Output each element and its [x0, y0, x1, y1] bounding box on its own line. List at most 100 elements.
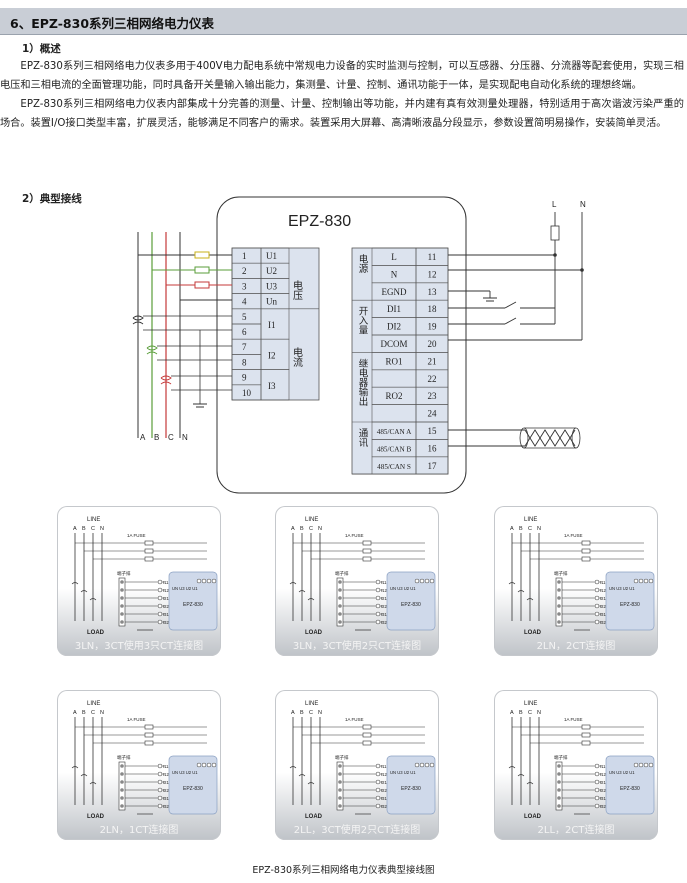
- right-terminal-number: 19: [428, 322, 438, 332]
- current-terminal: I22: [381, 604, 387, 609]
- current-terminal: I21: [163, 596, 169, 601]
- left-terminal-label: I1: [268, 320, 276, 330]
- device-label: EPZ-830: [183, 602, 203, 608]
- line-label: LINE: [87, 701, 100, 707]
- current-terminal: I22: [163, 604, 169, 609]
- device-label: EPZ-830: [401, 786, 421, 792]
- line-label: LINE: [87, 517, 100, 523]
- overview-heading: 1）概述: [22, 43, 61, 55]
- wiring-diagram-caption: 2LL，3CT使用2只CT连接图: [293, 825, 421, 836]
- current-terminal: I31: [600, 796, 606, 801]
- current-terminal: I11: [163, 764, 169, 769]
- phase-letter: B: [519, 526, 523, 532]
- phase-letter: A: [291, 526, 295, 532]
- group-label-relay: 继电器输出: [357, 358, 369, 407]
- figure-caption: EPZ-830系列三相网络电力仪表典型接线图: [252, 865, 435, 876]
- phase-letter: A: [510, 710, 514, 716]
- group-label-power: 电源: [357, 253, 369, 274]
- current-terminal: I11: [600, 580, 606, 585]
- right-terminal-label: DCOM: [380, 339, 407, 349]
- load-label: LOAD: [87, 814, 105, 820]
- current-terminal: I21: [600, 780, 606, 785]
- supply-l-label: L: [552, 200, 557, 209]
- phase-letter: B: [300, 710, 304, 716]
- phase-letter: N: [537, 710, 541, 716]
- current-terminal: I22: [600, 604, 606, 609]
- current-terminal: I12: [163, 772, 169, 777]
- current-terminal: I11: [381, 580, 387, 585]
- wiring-diagram-caption: 3LN，3CT使用2只CT连接图: [292, 641, 422, 652]
- voltage-terminals: UN U3 U2 U1: [390, 770, 416, 775]
- wiring-diagram-caption: 3LN，3CT使用3只CT连接图: [74, 641, 204, 652]
- phase-letter: A: [73, 710, 77, 716]
- current-terminal: I22: [600, 788, 606, 793]
- right-terminal-number: 22: [428, 374, 437, 384]
- right-terminal-number: 24: [428, 409, 438, 419]
- phase-letter: A: [510, 526, 514, 532]
- phase-letter: B: [82, 526, 86, 532]
- current-terminal: I21: [381, 596, 387, 601]
- left-terminal-number: 1: [242, 251, 247, 261]
- left-terminal-number: 5: [242, 312, 247, 322]
- phase-label-n: N: [182, 433, 188, 442]
- current-terminal: I12: [600, 772, 606, 777]
- left-terminal-label: Un: [266, 297, 277, 307]
- left-terminal-number: 8: [242, 357, 247, 367]
- load-label: LOAD: [524, 814, 542, 820]
- current-terminal: I31: [163, 612, 169, 617]
- left-terminal-number: 7: [242, 342, 247, 352]
- left-terminal-label: U1: [266, 251, 277, 261]
- terminal-block-label: 端子排: [117, 570, 131, 577]
- current-terminal: I31: [600, 612, 606, 617]
- terminal-block-label: 端子排: [335, 754, 349, 761]
- right-terminal-label: DI1: [387, 304, 401, 314]
- fuse-label: 1A FUSE: [127, 533, 146, 538]
- group-label-input: 开入量: [357, 306, 369, 335]
- group-label-comm: 通讯: [357, 428, 369, 448]
- right-terminal-number: 23: [428, 391, 438, 401]
- line-label: LINE: [305, 517, 318, 523]
- current-terminal: I12: [381, 588, 387, 593]
- wiring-heading: 2）典型接线: [22, 193, 82, 205]
- current-terminal: I22: [381, 788, 387, 793]
- current-terminal: I22: [163, 788, 169, 793]
- device-label: EPZ-830: [401, 602, 421, 608]
- load-label: LOAD: [87, 630, 105, 636]
- fuse-label: 1A FUSE: [345, 717, 364, 722]
- phase-letter: A: [73, 526, 77, 532]
- current-terminal: I11: [600, 764, 606, 769]
- phase-letter: N: [100, 710, 104, 716]
- phase-letter: N: [318, 710, 322, 716]
- right-terminal-label: DI2: [387, 322, 401, 332]
- load-label: LOAD: [524, 630, 542, 636]
- fuse-label: 1A FUSE: [127, 717, 146, 722]
- current-terminal: I21: [163, 780, 169, 785]
- terminal-block-label: 端子排: [117, 754, 131, 761]
- section-header: 6、EPZ-830系列三相网络电力仪表: [0, 8, 687, 35]
- voltage-terminals: UN U3 U2 U1: [390, 586, 416, 591]
- current-terminal: I12: [600, 588, 606, 593]
- current-terminal: I31: [163, 796, 169, 801]
- load-label: LOAD: [305, 814, 323, 820]
- left-terminal-number: 10: [242, 388, 252, 398]
- right-terminal-label: L: [391, 252, 397, 262]
- right-terminal-number: 13: [428, 287, 438, 297]
- left-terminal-number: 9: [242, 373, 247, 383]
- phase-label-c: C: [168, 433, 174, 442]
- voltage-terminals: UN U3 U2 U1: [609, 770, 635, 775]
- right-terminal-number: 20: [428, 339, 438, 349]
- voltage-terminals: UN U3 U2 U1: [172, 770, 198, 775]
- current-group-label: 电流: [291, 346, 303, 368]
- phase-letter: C: [91, 710, 95, 716]
- device-label: EPZ-830: [183, 786, 203, 792]
- phase-letter: N: [100, 526, 104, 532]
- phase-letter: C: [91, 526, 95, 532]
- overview-paragraph-2: EPZ-830系列三相网络电力仪表内部集成十分完善的测量、计量、控制输出等功能，…: [0, 99, 684, 129]
- left-terminal-number: 6: [242, 327, 247, 337]
- line-label: LINE: [524, 517, 537, 523]
- phase-label-a: A: [140, 433, 146, 442]
- phase-letter: C: [528, 526, 532, 532]
- current-terminal: I11: [163, 580, 169, 585]
- voltage-group-label: 电压: [291, 279, 303, 301]
